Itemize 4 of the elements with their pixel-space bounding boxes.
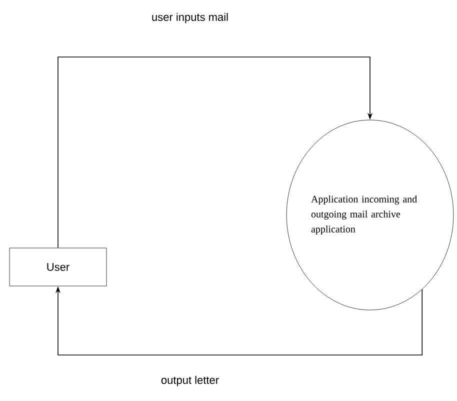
- user-box: User: [9, 248, 107, 286]
- edge-label: user inputs mail: [152, 12, 228, 24]
- arrow: [58, 56, 373, 248]
- edge-label: output letter: [161, 376, 219, 386]
